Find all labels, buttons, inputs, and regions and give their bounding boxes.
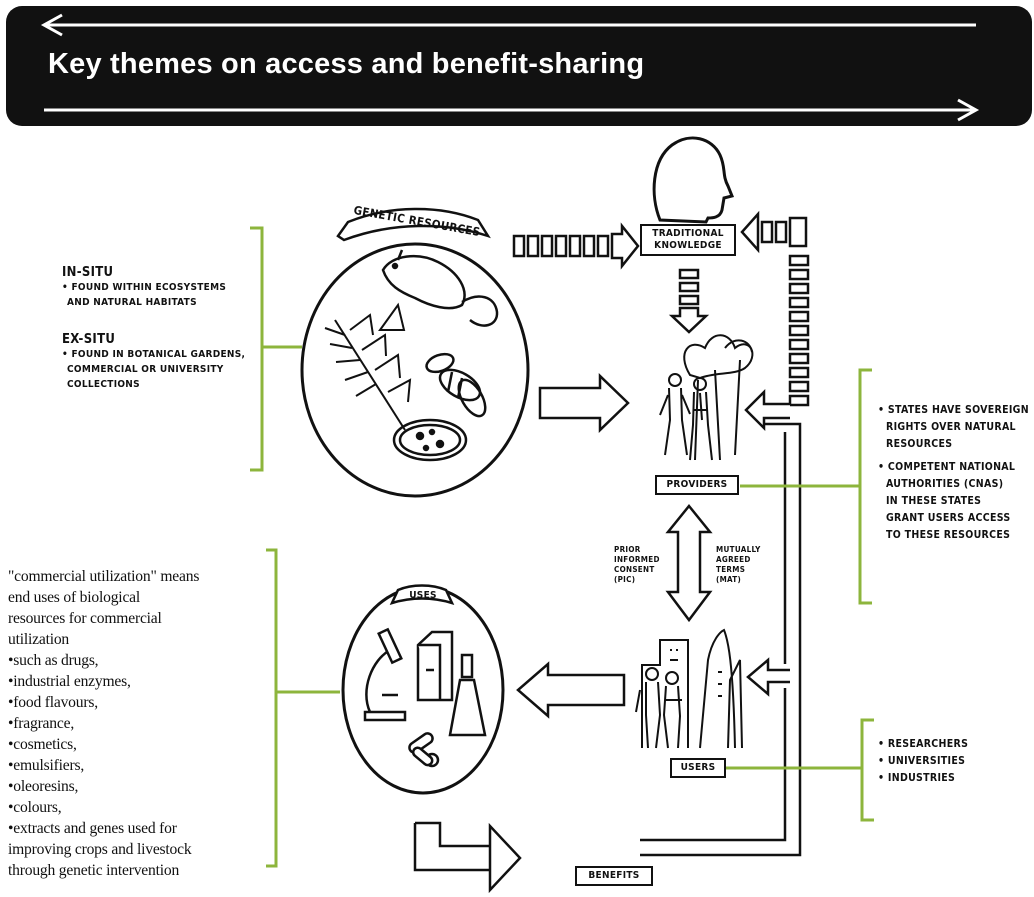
traditional-knowledge-line2: KNOWLEDGE — [654, 240, 722, 251]
commercial-note-2: end uses of biological — [8, 589, 141, 606]
users-box: USERS — [670, 758, 726, 778]
pic-label: PRIOR INFORMED CONSENT (PIC) — [614, 545, 660, 585]
resources-to-providers-arrow — [538, 373, 630, 433]
commercial-note-1: "commercial utilization" means — [8, 568, 200, 585]
mat-line-4: (MAT) — [716, 575, 742, 584]
uses-label-box — [389, 584, 455, 605]
provider-note-3: RESOURCES — [886, 438, 953, 450]
commercial-note-4: utilization — [8, 631, 70, 648]
person-head-icon — [652, 136, 735, 224]
mat-line-3: TERMS — [716, 565, 746, 574]
spray-bottle-icon — [448, 653, 487, 737]
pic-line-4: (PIC) — [614, 575, 636, 584]
providers-notes-bracket — [740, 368, 872, 605]
commercial-note-11: •oleoresins, — [8, 778, 79, 795]
provider-notes: • STATES HAVE SOVEREIGN RIGHTS OVER NATU… — [878, 402, 1034, 544]
users-illustration — [635, 628, 743, 749]
knowledge-flow-arrow — [512, 222, 640, 270]
commercial-utilization-notes: "commercial utilization" means end uses … — [8, 566, 268, 881]
pic-line-1: PRIOR — [614, 545, 641, 554]
commercial-note-10: •emulsifiers, — [8, 757, 85, 774]
users-notes-bracket — [720, 718, 874, 822]
mat-label: MUTUALLY AGREED TERMS (MAT) — [716, 545, 761, 585]
in-situ-heading: IN-SITU — [62, 265, 114, 280]
provider-note-1: • STATES HAVE SOVEREIGN — [878, 404, 1029, 416]
banner-arrow-right — [44, 98, 980, 122]
commercial-note-6: •industrial enzymes, — [8, 673, 131, 690]
commercial-note-14: improving crops and livestock — [8, 841, 192, 858]
provider-note-4: • COMPETENT NATIONAL — [878, 461, 1016, 473]
commercial-note-8: •fragrance, — [8, 715, 75, 732]
provider-note-5: AUTHORITIES (CNAs) — [886, 478, 1004, 490]
provider-note-6: IN THESE STATES — [886, 495, 982, 507]
in-situ-notes: IN-SITU • FOUND WITHIN ECOSYSTEMS AND NA… — [62, 265, 252, 392]
user-note-2: • UNIVERSITIES — [878, 755, 966, 767]
rat-icon — [381, 249, 499, 327]
return-to-users-arrow — [746, 657, 790, 697]
ex-situ-line-1: • FOUND IN BOTANICAL GARDENS, — [62, 349, 246, 360]
mat-line-1: MUTUALLY — [716, 545, 761, 554]
commercial-note-5: •such as drugs, — [8, 652, 99, 669]
ex-situ-line-3: COLLECTIONS — [67, 379, 140, 390]
provider-note-8: TO THESE RESOURCES — [886, 529, 1011, 541]
user-notes: • RESEARCHERS • UNIVERSITIES • INDUSTRIE… — [878, 736, 1028, 787]
pills-icon — [408, 732, 440, 768]
fern-leaf-icon — [324, 302, 412, 431]
provider-note-7: GRANT USERS ACCESS — [886, 512, 1011, 524]
commercial-note-7: •food flavours, — [8, 694, 98, 711]
commercial-note-9: •cosmetics, — [8, 736, 77, 753]
ex-situ-heading: EX-SITU — [62, 332, 116, 347]
benefits-arrowhead — [488, 822, 522, 894]
microscope-icon — [363, 627, 407, 722]
knowledge-to-providers-arrow — [668, 268, 710, 334]
commercial-bracket — [266, 548, 340, 868]
traditional-knowledge-line1: TRADITIONAL — [652, 228, 724, 239]
users-return-dashed-arrow — [740, 210, 810, 407]
commercial-note-15: through genetic intervention — [8, 862, 180, 879]
traditional-knowledge-box: TRADITIONAL KNOWLEDGE — [640, 224, 736, 256]
commercial-note-3: resources for commercial — [8, 610, 162, 627]
mat-line-2: AGREED — [716, 555, 751, 564]
commercial-note-12: •colours, — [8, 799, 62, 816]
providers-box: PROVIDERS — [655, 475, 739, 495]
pic-line-3: CONSENT — [614, 565, 655, 574]
benefits-box: BENEFITS — [575, 866, 653, 886]
genetic-resources-circle — [300, 242, 530, 498]
user-note-3: • INDUSTRIES — [878, 772, 956, 784]
uses-label: USES — [409, 590, 437, 601]
ex-situ-line-2: COMMERCIAL OR UNIVERSITY — [67, 364, 224, 375]
provider-note-2: RIGHTS OVER NATURAL — [886, 421, 1016, 433]
in-situ-line-1: • FOUND WITHIN ECOSYSTEMS — [62, 282, 227, 293]
bee-icon — [425, 352, 487, 418]
users-to-uses-arrow — [516, 661, 626, 719]
genetic-resources-label-box — [336, 207, 491, 242]
benefit-loop-line — [413, 422, 802, 872]
in-situ-line-2: AND NATURAL HABITATS — [67, 297, 197, 308]
user-note-1: • RESEARCHERS — [878, 738, 969, 750]
page-title: Key themes on access and benefit-sharing — [48, 48, 645, 80]
petri-dish-icon — [392, 418, 468, 462]
commercial-note-13: •extracts and genes used for — [8, 820, 177, 837]
return-to-providers-arrow — [744, 388, 790, 432]
providers-users-exchange-arrow — [665, 504, 713, 623]
pic-line-2: INFORMED — [614, 555, 660, 564]
banner-arrow-left — [40, 13, 976, 37]
milk-carton-icon — [416, 630, 454, 702]
providers-illustration — [659, 334, 754, 461]
in-situ-bracket — [250, 226, 302, 472]
